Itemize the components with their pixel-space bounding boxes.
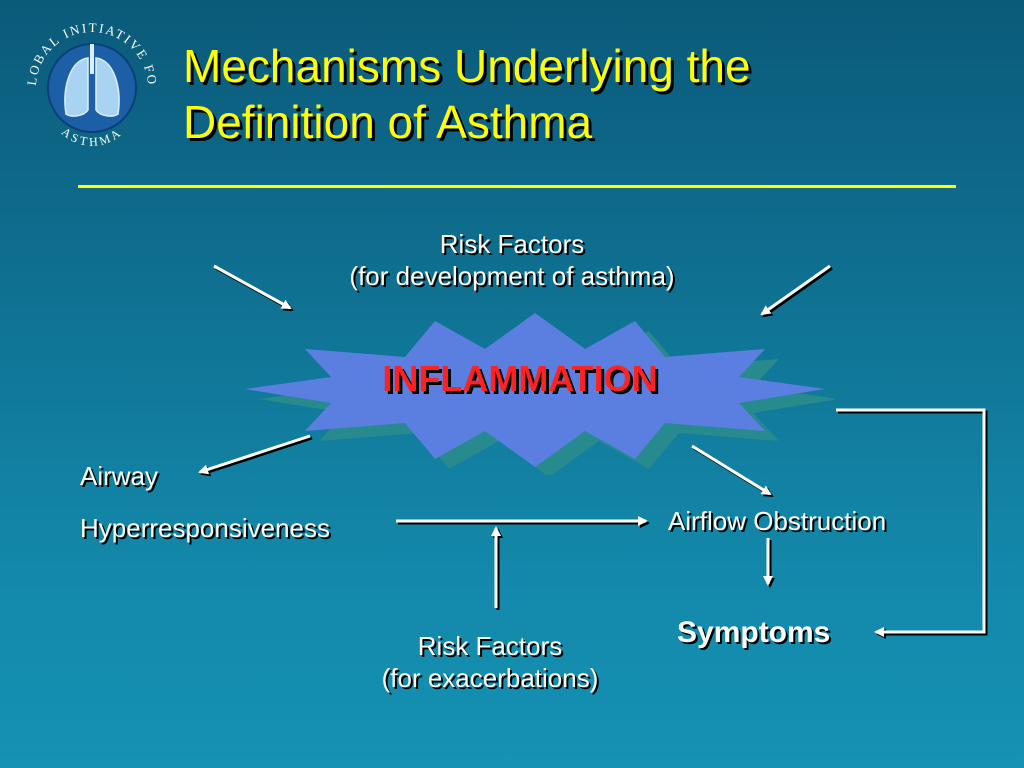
risk-factors-bottom-title: Risk Factors	[417, 631, 563, 661]
title-line-2: Definition of Asthma	[183, 96, 593, 148]
inflammation-label: INFLAMMATION	[382, 358, 658, 399]
title-line-1: Mechanisms Underlying the	[183, 40, 751, 92]
risk-factors-bottom-sub: (for exacerbations)	[381, 663, 599, 693]
lungs-icon	[64, 44, 120, 117]
page-title: Mechanisms Underlying the Definition of …	[183, 38, 943, 150]
symptoms-label: Symptoms	[677, 616, 831, 649]
arrow-shadows	[200, 266, 988, 639]
title-divider	[78, 185, 956, 188]
arrow-lines	[198, 264, 986, 637]
risk-factors-top: Risk Factors (for development of asthma)	[300, 228, 724, 292]
airflow-obstruction-label: Airflow Obstruction	[668, 506, 887, 536]
inflammation-burst	[245, 313, 835, 475]
risk-factors-bottom: Risk Factors (for exacerbations)	[330, 630, 650, 694]
burst-fill	[245, 313, 825, 467]
risk-factors-top-sub: (for development of asthma)	[349, 261, 675, 291]
arrow-to-airway	[198, 434, 311, 475]
gina-logo: GLOBAL INITIATIVE FOR ASTHMA	[22, 14, 158, 149]
airway-label-line-1: Airway	[80, 461, 159, 491]
arrow-risk-left	[213, 264, 292, 310]
arrow-inflammation-to-symptoms	[836, 408, 986, 637]
arrow-risk-right	[760, 264, 831, 316]
airway-label-line-2: Hyperresponsiveness	[80, 513, 331, 543]
risk-factors-top-title: Risk Factors	[439, 229, 585, 259]
arrow-to-airflow	[691, 444, 772, 496]
